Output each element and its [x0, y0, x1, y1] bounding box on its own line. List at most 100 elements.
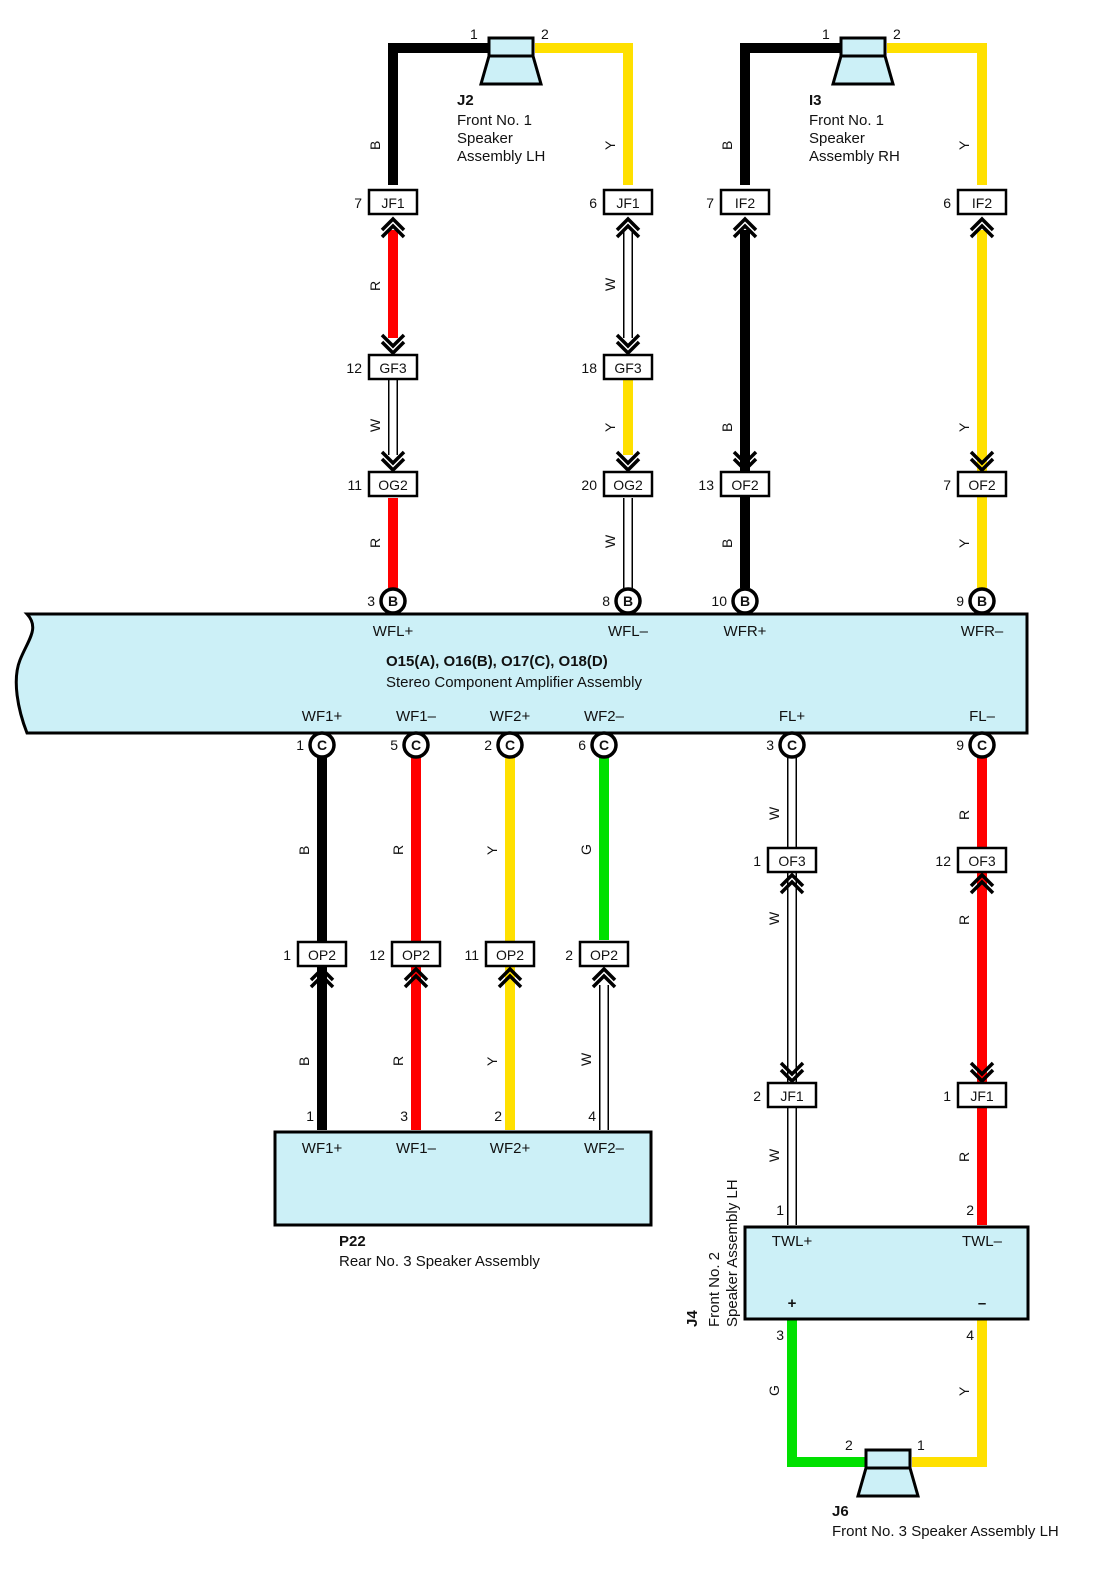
connector-pin: 12 — [935, 853, 951, 869]
amplifier-pin: 9 — [956, 593, 964, 609]
amplifier-pin: 10 — [711, 593, 727, 609]
amplifier-pin: 2 — [484, 737, 492, 753]
wire-letter: B — [296, 846, 312, 855]
chevron-up-icon — [732, 216, 758, 239]
amplifier-terminal: WFR+ — [724, 623, 767, 640]
amplifier-pin: 9 — [956, 737, 964, 753]
connector-pin: 6 — [943, 195, 951, 211]
connector-label: OF3 — [778, 853, 805, 869]
amplifier-body — [14, 612, 1029, 735]
j6-pin2: 2 — [845, 1437, 853, 1453]
amplifier-terminal: WFL– — [608, 623, 649, 640]
terminal-letter: C — [977, 737, 987, 753]
j4-id: J4 — [684, 1310, 701, 1327]
chevron-up-icon — [380, 216, 406, 239]
terminal-letter: B — [977, 593, 987, 609]
wire-letter: Y — [956, 140, 972, 150]
terminal-circles — [308, 587, 996, 759]
p22-id: P22 — [339, 1233, 366, 1250]
connector-pin: 12 — [369, 947, 385, 963]
wire-j2-pin2-yellow — [535, 43, 633, 185]
connector-label: OF2 — [731, 477, 758, 493]
wire-letter: Y — [956, 538, 972, 548]
chevron-up-icon — [969, 216, 995, 239]
terminal-letters: B B B B C C C C C C — [317, 593, 987, 753]
j4-name-line1: Front No. 2 — [706, 1252, 723, 1327]
chevron-down-icon — [380, 333, 406, 356]
connector-label: IF2 — [735, 195, 755, 211]
i3-pin1: 1 — [822, 26, 830, 42]
wire-letter: R — [367, 538, 383, 548]
j2-name-line2: Speaker — [457, 130, 513, 147]
chevron-down-icon — [969, 450, 995, 473]
connector-boxes — [296, 188, 1008, 1109]
connector-pin: 2 — [753, 1088, 761, 1104]
chevron-down-icon — [779, 1061, 805, 1084]
j4-pin: 4 — [966, 1327, 974, 1343]
wire-letter: B — [719, 423, 735, 432]
connector-pin: 2 — [565, 947, 573, 963]
chevron-up-icon — [309, 966, 335, 989]
i3-name-line2: Speaker — [809, 130, 865, 147]
terminal-letter: C — [317, 737, 327, 753]
p22-terminal: WF1– — [396, 1140, 437, 1157]
connector-pin: 18 — [581, 360, 597, 376]
amplifier-terminal: FL+ — [779, 708, 806, 725]
p22-pin: 4 — [588, 1108, 596, 1124]
connector-label: JF1 — [780, 1088, 804, 1104]
j2-pin2: 2 — [541, 26, 549, 42]
p22-terminal: WF2+ — [490, 1140, 531, 1157]
wire-letter: Y — [484, 1056, 500, 1066]
wire-letter: B — [296, 1057, 312, 1066]
wire-letter: B — [367, 141, 383, 150]
connector-label: OP2 — [590, 947, 618, 963]
amplifier-terminal: WFL+ — [373, 623, 414, 640]
wire-j2-pin1-black — [388, 43, 488, 185]
terminal-letter: C — [599, 737, 609, 753]
wire-letter: B — [719, 141, 735, 150]
amplifier-name: Stereo Component Amplifier Assembly — [386, 674, 642, 691]
wire-letter: R — [367, 281, 383, 291]
speaker-icon — [479, 36, 543, 86]
wire-letter: G — [766, 1385, 782, 1396]
wire-letter: W — [602, 534, 618, 548]
wire-letter: W — [766, 806, 782, 820]
connector-label: OG2 — [613, 477, 643, 493]
i3-name-line3: Assembly RH — [809, 148, 900, 165]
j4-pin: 3 — [776, 1327, 784, 1343]
connector-label: OP2 — [496, 947, 524, 963]
terminal-letter: C — [787, 737, 797, 753]
connector-label: OG2 — [378, 477, 408, 493]
chevron-up-icon — [591, 966, 617, 989]
i3-id: I3 — [809, 92, 822, 109]
connector-pin: 7 — [706, 195, 714, 211]
amplifier-terminal: WF1– — [396, 708, 437, 725]
j2-name-line3: Assembly LH — [457, 148, 545, 165]
p22-terminal: WF1+ — [302, 1140, 343, 1157]
chevron-up-icon — [779, 872, 805, 895]
chevron-up-icon — [615, 216, 641, 239]
connector-label: JF1 — [970, 1088, 994, 1104]
connector-pin: 11 — [347, 477, 362, 493]
j2-name-line1: Front No. 1 — [457, 112, 532, 129]
connector-label: OP2 — [308, 947, 336, 963]
connector-pin: 12 — [346, 360, 362, 376]
chevron-down-icon — [969, 1061, 995, 1084]
wire-letter: Y — [956, 1386, 972, 1396]
wire-letter: W — [578, 1052, 594, 1066]
connector-label: GF3 — [614, 360, 641, 376]
wire-letter: Y — [602, 140, 618, 150]
wire-letter: W — [602, 277, 618, 291]
amplifier-pin: 3 — [766, 737, 774, 753]
speaker-icon — [856, 1448, 920, 1498]
connector-pin: 11 — [464, 947, 479, 963]
j2-id: J2 — [457, 92, 474, 109]
terminal-letter: C — [505, 737, 515, 753]
speaker-icon — [831, 36, 895, 86]
wire-letter: G — [578, 844, 594, 855]
connector-label: IF2 — [972, 195, 992, 211]
amplifier-pin: 8 — [602, 593, 610, 609]
wire-letter: Y — [602, 422, 618, 432]
amplifier-terminal: FL– — [969, 708, 996, 725]
